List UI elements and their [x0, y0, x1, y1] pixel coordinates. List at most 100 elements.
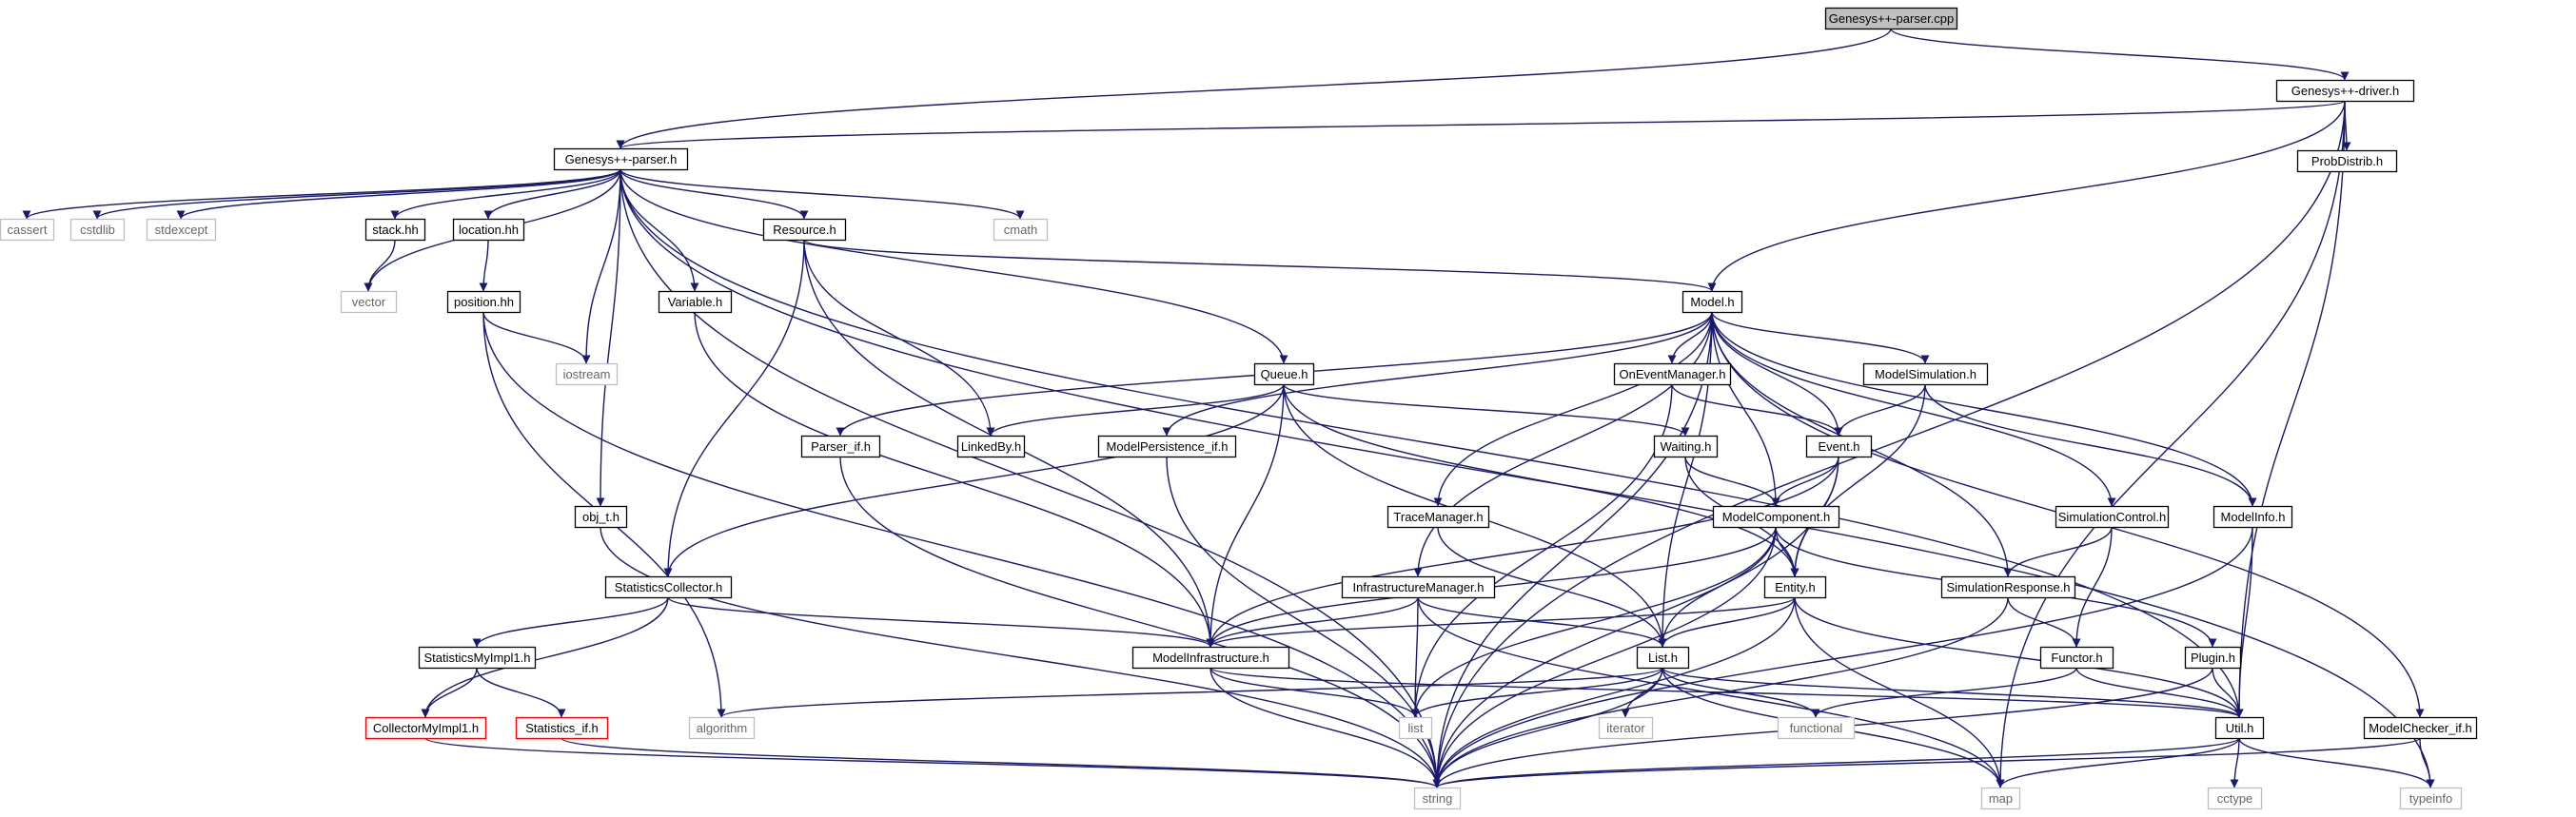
- node-location[interactable]: location.hh: [452, 218, 525, 242]
- node-label: Plugin.h: [2191, 651, 2235, 665]
- node-waiting[interactable]: Waiting.h: [1653, 435, 1719, 458]
- edge-modelinfo-to-util: [2234, 526, 2253, 718]
- node-plugin[interactable]: Plugin.h: [2184, 646, 2242, 670]
- edge-root-to-parser_h: [616, 28, 1892, 149]
- edge-parser_h-to-cmath: [619, 168, 1025, 220]
- node-box: [2275, 79, 2415, 103]
- edge-entity-to-util: [1794, 596, 2244, 718]
- node-box: [1398, 716, 1433, 740]
- node-root[interactable]: Genesys++-parser.cpp: [1824, 7, 1958, 30]
- node-linkedby[interactable]: LinkedBy.h: [956, 435, 1026, 458]
- node-simcontrol[interactable]: SimulationControl.h: [2055, 505, 2170, 529]
- edge-model-to-simcontrol: [1711, 311, 2116, 507]
- node-box: [2207, 787, 2263, 810]
- node-iostream[interactable]: iostream: [555, 362, 619, 386]
- edge-modelchecker-to-typeinfo: [2419, 737, 2435, 788]
- node-obj_t[interactable]: obj_t.h: [574, 505, 628, 529]
- node-modelinfo[interactable]: ModelInfo.h: [2212, 505, 2293, 529]
- edge-parser_h-to-queue: [619, 168, 1288, 364]
- node-algorithm[interactable]: algorithm: [688, 716, 756, 740]
- node-label: Genesys++-driver.h: [2291, 84, 2399, 98]
- node-modelpersist[interactable]: ModelPersistence_if.h: [1097, 435, 1237, 458]
- node-statsmyimpl[interactable]: StatisticsMyImpl1.h: [418, 646, 537, 670]
- node-box: [762, 218, 847, 242]
- node-box: [1681, 290, 1743, 314]
- node-event[interactable]: Event.h: [1805, 435, 1873, 458]
- node-queue[interactable]: Queue.h: [1253, 362, 1315, 386]
- node-statistics_if[interactable]: Statistics_if.h: [515, 716, 609, 740]
- node-box: [146, 218, 217, 242]
- node-typeinfo[interactable]: typeinfo: [2399, 787, 2463, 810]
- node-box: [604, 575, 733, 599]
- node-string[interactable]: string: [1413, 787, 1462, 810]
- node-list_h[interactable]: List.h: [1636, 646, 1690, 670]
- node-resource[interactable]: Resource.h: [762, 218, 847, 242]
- edge-waiting-to-modelcomp: [1684, 456, 1780, 507]
- node-collectormyimpl[interactable]: CollectorMyImpl1.h: [364, 716, 487, 740]
- node-modelsim[interactable]: ModelSimulation.h: [1862, 362, 1989, 386]
- node-map[interactable]: map: [1980, 787, 2021, 810]
- node-variable[interactable]: Variable.h: [658, 290, 733, 314]
- node-parser_h[interactable]: Genesys++-parser.h: [553, 147, 689, 171]
- node-tracemgr[interactable]: TraceManager.h: [1386, 505, 1490, 529]
- node-cassert[interactable]: cassert: [0, 218, 55, 242]
- node-cstdlib[interactable]: cstdlib: [69, 218, 126, 242]
- edge-position-to-string: [482, 311, 1442, 788]
- node-label: TraceManager.h: [1393, 510, 1483, 524]
- node-label: ModelInfo.h: [2221, 510, 2286, 524]
- edge-queue-to-waiting: [1283, 383, 1690, 437]
- node-label: string: [1423, 791, 1453, 806]
- node-inframgr[interactable]: InfrastructureManager.h: [1341, 575, 1496, 599]
- node-iterator[interactable]: iterator: [1598, 716, 1654, 740]
- node-cctype[interactable]: cctype: [2207, 787, 2263, 810]
- node-box: [1131, 646, 1290, 670]
- edge-queue-to-statscollector: [663, 383, 1285, 577]
- node-box: [555, 362, 619, 386]
- node-vector[interactable]: vector: [340, 290, 398, 314]
- edge-parser_h-to-typeinfo: [619, 168, 2435, 788]
- node-label: Parser_if.h: [811, 439, 871, 454]
- edge-driver-to-util: [2234, 100, 2346, 718]
- node-box: [2363, 716, 2478, 740]
- node-simresponse[interactable]: SimulationResponse.h: [1940, 575, 2076, 599]
- node-driver[interactable]: Genesys++-driver.h: [2275, 79, 2415, 103]
- node-functor[interactable]: Functor.h: [2039, 646, 2114, 670]
- edge-parser_h-to-iostream: [581, 168, 621, 364]
- node-label: Model.h: [1690, 295, 1734, 309]
- node-oneventmgr[interactable]: OnEventManager.h: [1613, 362, 1732, 386]
- node-label: iostream: [563, 367, 611, 381]
- node-list[interactable]: list: [1398, 716, 1433, 740]
- node-label: SimulationControl.h: [2058, 510, 2166, 524]
- edge-tracemgr-to-list_h: [1437, 526, 1667, 648]
- edge-modelinfra-to-string: [1209, 667, 1442, 788]
- edge-model-to-tracemgr: [1433, 311, 1713, 507]
- node-stdexcept[interactable]: stdexcept: [146, 218, 217, 242]
- node-position[interactable]: position.hh: [446, 290, 521, 314]
- node-label: CollectorMyImpl1.h: [373, 721, 479, 735]
- node-box: [1613, 362, 1732, 386]
- node-util[interactable]: Util.h: [2214, 716, 2265, 740]
- node-stack[interactable]: stack.hh: [364, 218, 426, 242]
- node-box: [800, 435, 881, 458]
- node-modelcomp[interactable]: ModelComponent.h: [1712, 505, 1840, 529]
- edge-modelchecker-to-string: [1432, 737, 2421, 788]
- node-box: [1980, 787, 2021, 810]
- edge-list_h-to-algorithm: [717, 667, 1663, 718]
- node-modelinfra[interactable]: ModelInfrastructure.h: [1131, 646, 1290, 670]
- edge-statscollector-to-statsmyimpl: [472, 596, 669, 648]
- node-label: StatisticsCollector.h: [615, 580, 722, 594]
- node-model[interactable]: Model.h: [1681, 290, 1743, 314]
- edge-event-to-modelinfra: [1206, 456, 1839, 648]
- edge-simresponse-to-functor: [2007, 596, 2081, 648]
- node-box: [1653, 435, 1719, 458]
- node-label: SimulationResponse.h: [1946, 580, 2070, 594]
- node-entity[interactable]: Entity.h: [1763, 575, 1827, 599]
- edge-list_h-to-list: [1410, 667, 1663, 718]
- node-parser_if[interactable]: Parser_if.h: [800, 435, 881, 458]
- node-modelchecker[interactable]: ModelChecker_if.h: [2363, 716, 2478, 740]
- node-box: [2214, 716, 2265, 740]
- node-cmath[interactable]: cmath: [993, 218, 1049, 242]
- node-statscollector[interactable]: StatisticsCollector.h: [604, 575, 733, 599]
- node-probdistrib[interactable]: ProbDistrib.h: [2296, 149, 2398, 173]
- node-functional[interactable]: functional: [1777, 716, 1856, 740]
